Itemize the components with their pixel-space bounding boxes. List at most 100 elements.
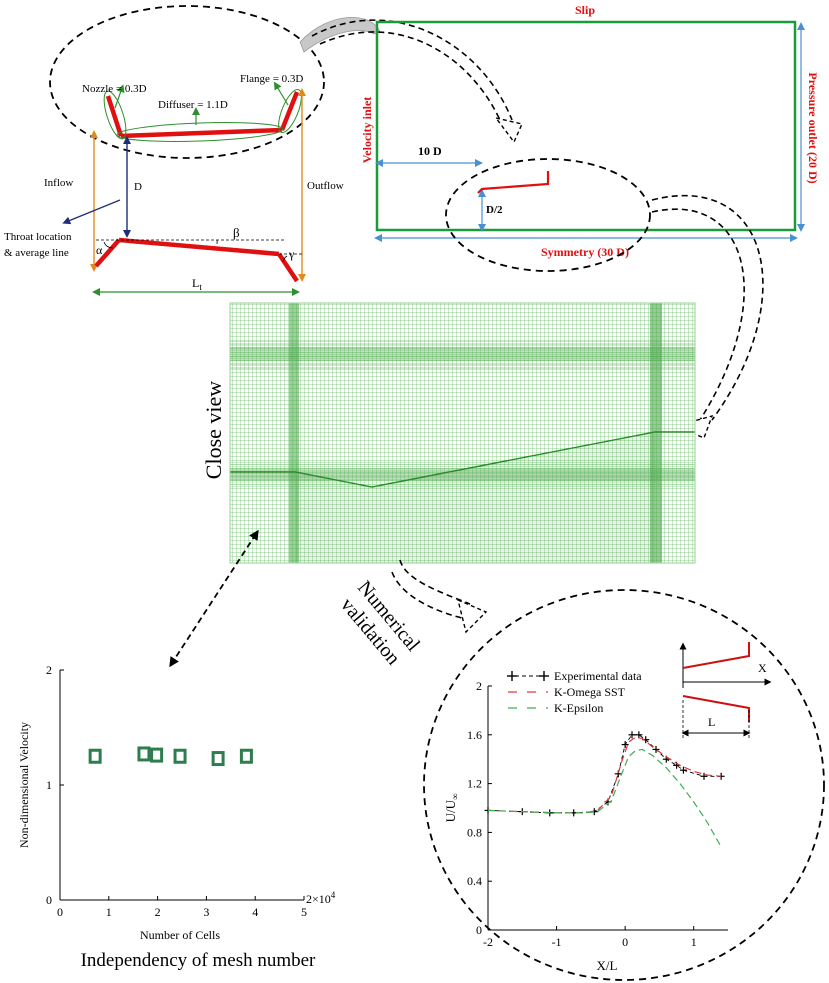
indep-point [88, 748, 102, 764]
zoom-ellipse-sketch [49, 5, 325, 159]
val-x-tick-label: 1 [691, 935, 697, 949]
val-y-tick-label: 0 [476, 923, 482, 937]
indep-x-tick-label: 4 [252, 905, 258, 919]
outflow-label: Outflow [307, 180, 344, 192]
mesh-close-view: Close view [201, 302, 696, 564]
throat-label-line1: Throat location [4, 231, 72, 243]
val-y-ticks: 0 0.4 0.8 1.2 1.6 2 [467, 679, 492, 937]
offset-label: D/2 [486, 204, 503, 216]
indep-x-tick-label: 5 [301, 905, 307, 919]
indep-x-multiplier: 2×104 [306, 890, 336, 906]
dashed-connector-sketch-domain-b [319, 31, 501, 121]
val-y-tick-label: 1.2 [467, 777, 482, 791]
val-x-tick-label: 0 [622, 935, 628, 949]
val-experimental-point [700, 772, 708, 780]
numerical-validation-label: Numerical validation [336, 577, 424, 670]
dashed-connector-domain-mesh [651, 194, 764, 421]
val-x-tick-label: -2 [483, 935, 493, 949]
val-legend-label: Experimental data [554, 669, 642, 683]
val-legend-label: K-Epsilon [554, 701, 603, 715]
dashed-connector-domain-mesh-b [651, 208, 745, 421]
slip-label: Slip [575, 3, 595, 17]
indep-point [239, 748, 253, 764]
val-y-label: U/U∞ [443, 794, 460, 823]
geometry-sketch: Nozzle = 0.3D Diffuser = 1.1D Flange = 0… [4, 5, 344, 296]
velocity-inlet-label: Velocity inlet [360, 97, 374, 164]
val-y-tick-label: 0.4 [467, 874, 482, 888]
val-x-ticks: -2 -1 0 1 [483, 926, 697, 949]
dashed-connector-sketch-domain [311, 19, 513, 121]
indep-y-label: Non-dimensional Velocity [17, 722, 31, 848]
validation-chart: -2 -1 0 1 0 0.4 0.8 1.2 1.6 2 Experimental dataK… [443, 642, 772, 973]
val-legend-entry: Experimental data [507, 669, 642, 683]
length-label: Lt [192, 276, 202, 292]
indep-y-tick-label: 0 [46, 893, 52, 907]
indep-x-tick-label: 0 [57, 905, 63, 919]
throat-pointer [62, 199, 121, 225]
svg-text:L: L [708, 715, 715, 729]
val-x-label: X/L [597, 958, 618, 973]
duct-in-domain [477, 171, 550, 194]
svg-text:X: X [758, 661, 767, 675]
val-legend-entry: K-Epsilon [508, 701, 603, 715]
gamma-label: γ [288, 247, 295, 261]
mesh-independency-chart: 0 1 2 3 4 5 0 1 2 2×104 Number of Cells Non-dim… [17, 663, 336, 971]
alpha-label: α [96, 243, 103, 257]
val-series-experimental-line [487, 734, 722, 814]
beta-label: β [233, 225, 240, 240]
indep-x-ticks: 0 1 2 3 4 5 [57, 896, 307, 919]
connector-head-1 [494, 116, 523, 144]
indep-caption: Independency of mesh number [81, 950, 316, 971]
val-y-tick-label: 2 [476, 679, 482, 693]
indep-y-tick-label: 1 [46, 778, 52, 792]
symmetry-label: Symmetry (30 D) [541, 245, 629, 259]
dashed-connector-mesh-validation [399, 559, 471, 605]
domain-boundary [375, 20, 797, 232]
throat-label-line2: & average line [4, 247, 69, 259]
indep-x-tick-label: 2 [155, 905, 161, 919]
upstream-label: 10 D [418, 144, 442, 158]
close-view-label: Close view [201, 381, 226, 479]
indep-point [173, 748, 187, 764]
indep-plot-area [60, 670, 304, 900]
computational-domain: Slip Velocity inlet Pressure outlet (20 … [360, 3, 820, 272]
indep-points [88, 746, 253, 767]
indep-point [211, 751, 225, 767]
val-x-tick-label: -1 [552, 935, 562, 949]
val-experimental-point [628, 731, 636, 739]
indep-y-ticks: 0 1 2 [46, 663, 64, 907]
diffuser-label: Diffuser = 1.1D [158, 99, 228, 111]
inflow-label: Inflow [44, 177, 73, 189]
zoom-ellipse-domain [445, 158, 651, 272]
duct-profile-small [103, 81, 302, 142]
indep-x-label: Number of Cells [140, 928, 220, 942]
val-legend-label: K-Omega SST [554, 685, 626, 699]
pressure-outlet-label: Pressure outlet (20 D) [806, 72, 820, 183]
val-experimental-point [621, 741, 629, 749]
val-experimental-point [652, 745, 660, 753]
val-experimental-point [679, 766, 687, 774]
flange-label: Flange = 0.3D [240, 73, 303, 85]
grey-connector-arrow [299, 16, 381, 53]
dashed-connector-mesh-validation-b [391, 571, 463, 619]
validation-inset: X L [679, 642, 772, 740]
connector-head-3 [456, 598, 488, 634]
indep-y-tick-label: 2 [46, 663, 52, 677]
indep-point [137, 746, 151, 762]
val-y-tick-label: 1.6 [467, 728, 482, 742]
duct-profile-large [94, 237, 302, 283]
val-series [484, 731, 725, 848]
validation-ellipse [423, 589, 825, 981]
val-y-tick-label: 0.8 [467, 825, 482, 839]
val-experimental-point [635, 731, 643, 739]
diameter-label: D [134, 181, 142, 193]
indep-point [150, 747, 164, 763]
val-series-kepsilon-line [487, 748, 722, 848]
val-legend-entry: K-Omega SST [508, 685, 626, 699]
nozzle-label: Nozzle = 0.3D [82, 83, 147, 95]
indep-x-tick-label: 3 [203, 905, 209, 919]
indep-x-tick-label: 1 [106, 905, 112, 919]
dashed-double-arrow [169, 529, 259, 668]
